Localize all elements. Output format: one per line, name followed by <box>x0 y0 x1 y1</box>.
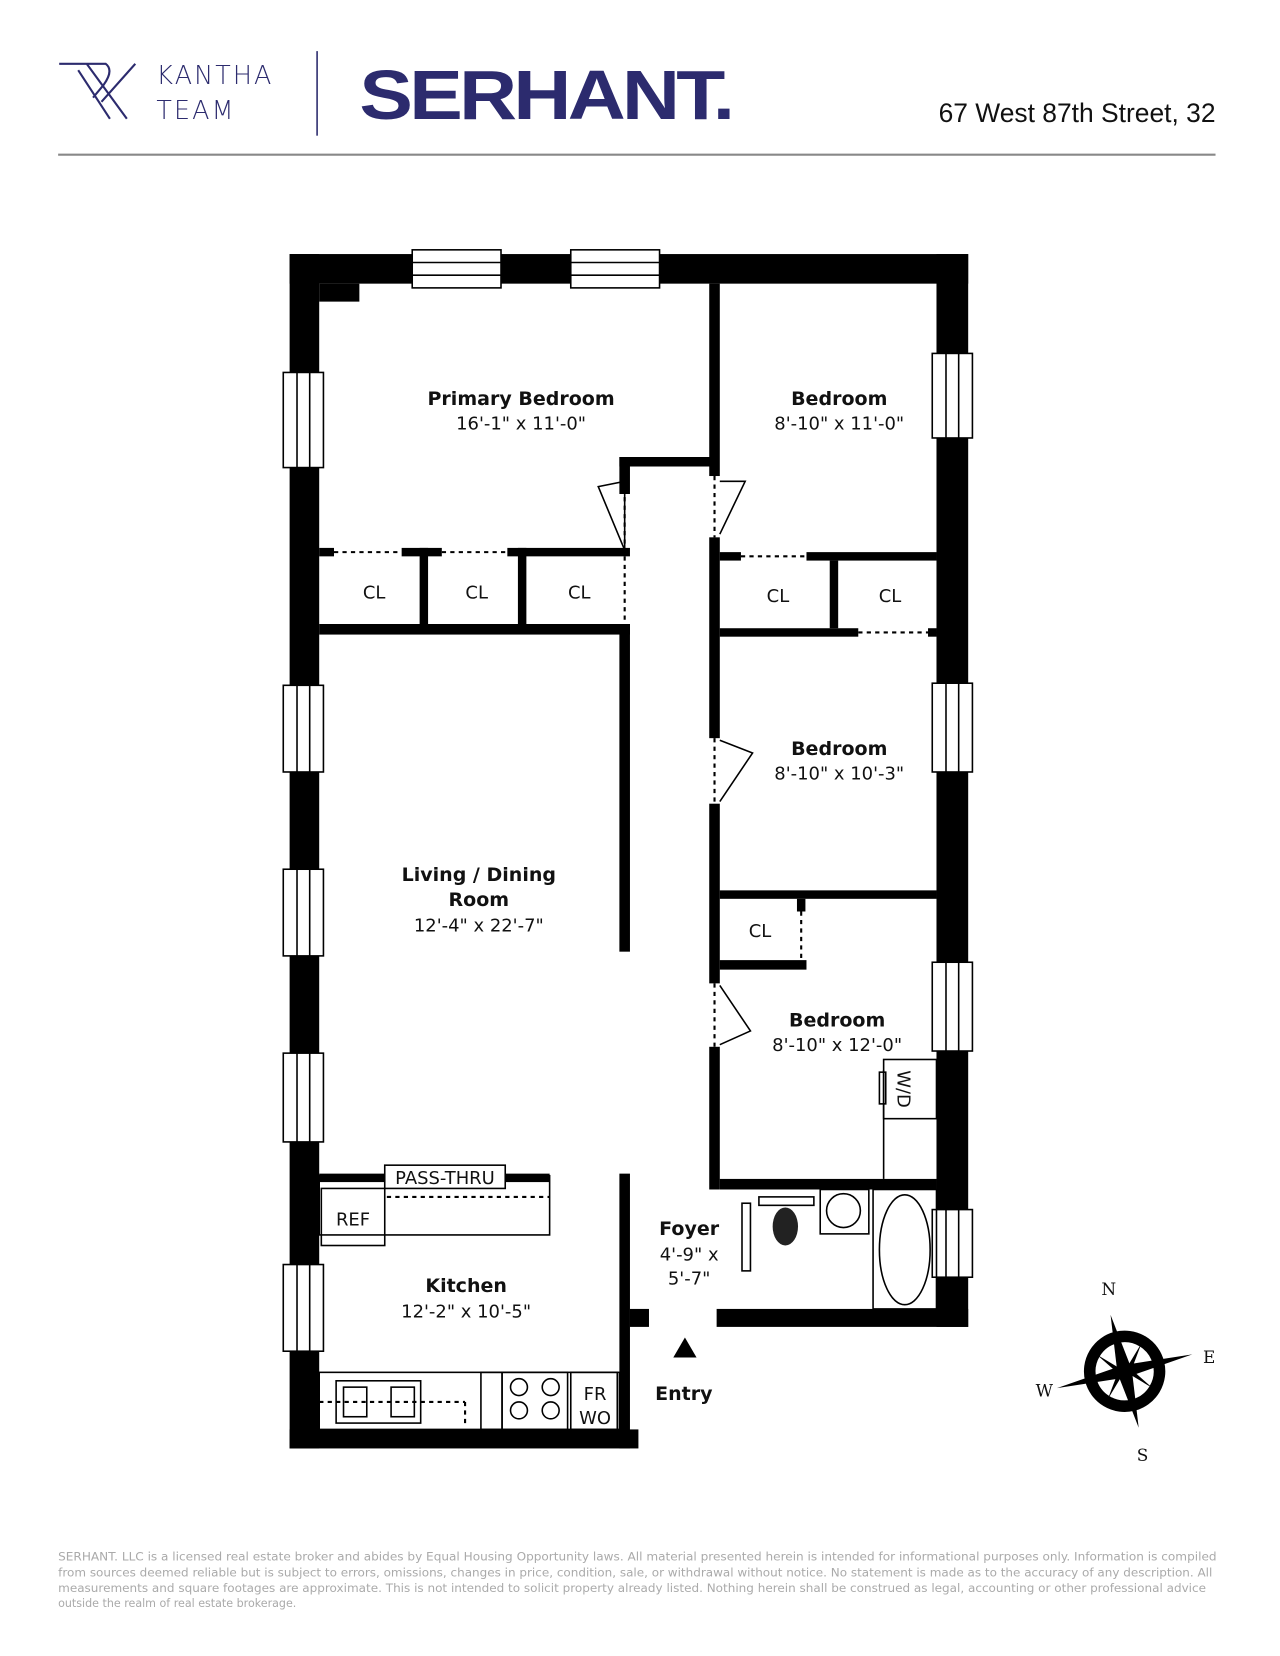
room-dims-foyer-2: 5'-7" <box>668 1269 711 1290</box>
kantha-team-logo: KANTHA TEAM <box>59 60 273 125</box>
window <box>282 371 325 469</box>
room-labels: Primary Bedroom 16'-1" x 11'-0" Bedroom … <box>363 388 904 1405</box>
compass-w: W <box>1036 1381 1054 1401</box>
window <box>569 249 661 289</box>
window <box>282 684 325 773</box>
pass-thru-label: PASS-THRU <box>395 1168 495 1189</box>
ref-label: REF <box>336 1209 370 1230</box>
fr-label: FR <box>584 1384 607 1405</box>
room-name-bedroom-3: Bedroom <box>789 1010 885 1032</box>
refrigerator <box>320 1187 386 1247</box>
window <box>931 682 974 773</box>
room-dims-living: 12'-4" x 22'-7" <box>414 916 544 937</box>
compass-s: S <box>1137 1445 1149 1465</box>
team-logo-line2: TEAM <box>156 95 235 125</box>
disclaimer-line: SERHANT. LLC is a licensed real estate b… <box>58 1550 1216 1563</box>
window <box>931 1208 974 1279</box>
room-dims-bedroom-2: 8'-10" x 10'-3" <box>774 763 904 784</box>
door-primary <box>597 480 626 551</box>
door-bedroom1 <box>719 480 747 535</box>
closet-label: CL <box>749 921 772 942</box>
window <box>931 961 974 1052</box>
wd-label: W/D <box>892 1070 913 1108</box>
bathtub-icon <box>878 1193 931 1306</box>
serhant-logo: SERHANT. <box>359 56 731 134</box>
room-name-kitchen: Kitchen <box>425 1275 507 1297</box>
disclaimer: SERHANT. LLC is a licensed real estate b… <box>58 1550 1216 1610</box>
room-dims-bedroom-3: 8'-10" x 12'-0" <box>772 1035 902 1056</box>
window <box>931 352 974 439</box>
entry-label: Entry <box>655 1383 713 1405</box>
compass-rose-icon <box>1056 1314 1193 1428</box>
closet-label: CL <box>879 586 902 607</box>
closet-label: CL <box>568 583 591 604</box>
disclaimer-line: measurements and square footages are app… <box>58 1582 1206 1595</box>
pass-thru-label-box <box>383 1164 507 1190</box>
toilet-icon <box>772 1207 799 1246</box>
windows <box>282 249 974 1352</box>
header: KANTHA TEAM SERHANT. 67 West 87th Street… <box>58 51 1216 156</box>
wo-label: WO <box>579 1408 611 1429</box>
room-name-living-2: Room <box>449 889 510 911</box>
address: 67 West 87th Street, 32 <box>939 98 1216 128</box>
window <box>411 249 502 289</box>
room-name-living: Living / Dining <box>402 864 556 886</box>
closet-label: CL <box>767 586 790 607</box>
window <box>282 1263 325 1352</box>
entry-arrow-icon <box>673 1337 697 1358</box>
room-name-bedroom-2: Bedroom <box>791 738 887 760</box>
sink-icon <box>825 1192 862 1229</box>
fridge-wall-oven <box>569 1371 619 1431</box>
room-dims-foyer: 4'-9" x <box>660 1244 719 1265</box>
washer-dryer <box>882 1058 938 1120</box>
closet-label: CL <box>465 583 488 604</box>
room-dims-primary-bedroom: 16'-1" x 11'-0" <box>456 414 586 435</box>
team-logo-line1: KANTHA <box>156 60 273 90</box>
rk-monogram-icon <box>59 62 137 120</box>
room-name-foyer: Foyer <box>659 1218 720 1240</box>
room-dims-bedroom-1: 8'-10" x 11'-0" <box>774 414 904 435</box>
room-name-primary-bedroom: Primary Bedroom <box>427 388 614 410</box>
door-bedroom2 <box>719 739 754 803</box>
disclaimer-line: outside the realm of real estate brokera… <box>58 1597 296 1610</box>
room-dims-kitchen: 12'-2" x 10'-5" <box>401 1301 531 1322</box>
window <box>282 1052 325 1143</box>
disclaimer-line: from sources deemed reliable but is subj… <box>58 1566 1212 1579</box>
room-name-bedroom-1: Bedroom <box>791 388 887 410</box>
door-bedroom3 <box>719 985 752 1046</box>
fixtures: PASS-THRU REF FR WO W/D <box>318 1058 938 1431</box>
window <box>282 868 325 957</box>
compass-n: N <box>1101 1279 1116 1299</box>
closet-label: CL <box>363 583 386 604</box>
stove-icon <box>501 1371 569 1431</box>
compass-e: E <box>1203 1347 1215 1367</box>
